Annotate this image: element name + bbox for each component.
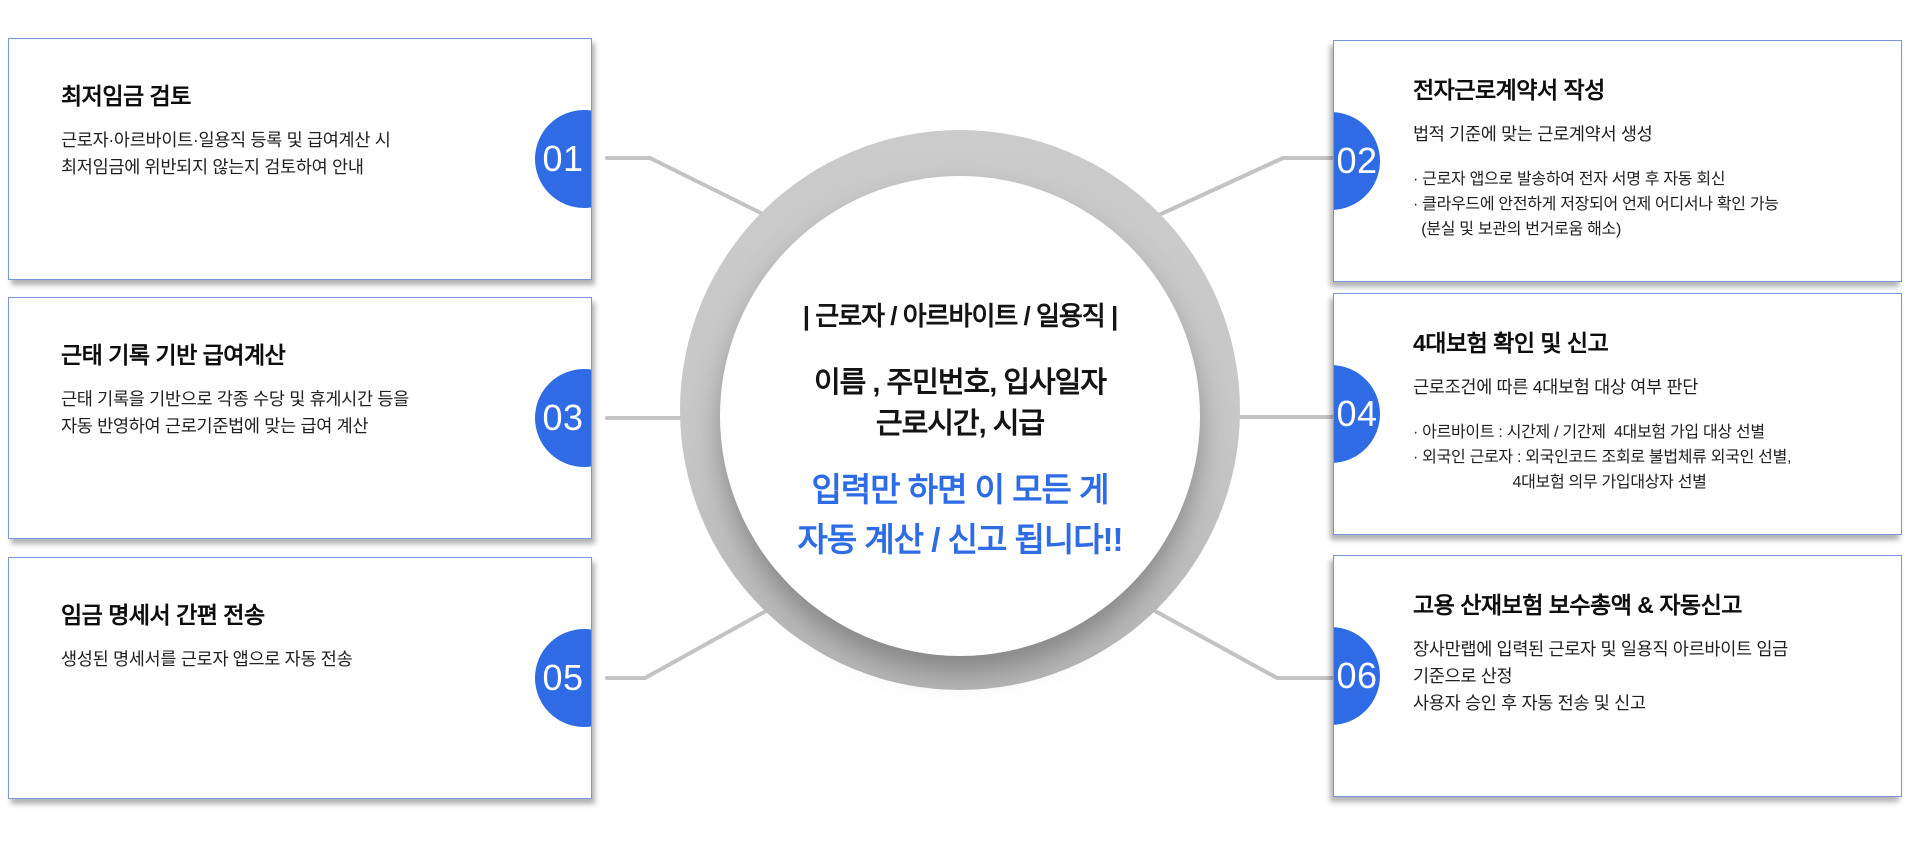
card-body: 생성된 명세서를 근로자 앱으로 자동 전송 [61, 649, 353, 669]
badge-number: 04 [1336, 393, 1378, 434]
card-title: 근태 기록 기반 급여계산 [61, 342, 286, 368]
feature-card-05: 임금 명세서 간편 전송 생성된 명세서를 근로자 앱으로 자동 전송 05 [8, 557, 592, 799]
badge-number: 01 [542, 138, 584, 179]
card-title: 고용 산재보험 보수총액 & 자동신고 [1413, 592, 1742, 618]
connector-05 [605, 604, 777, 680]
center-category-line: | 근로자 / 아르바이트 / 일용직 | [802, 301, 1118, 331]
badge-number: 03 [542, 397, 584, 438]
card-title: 임금 명세서 간편 전송 [61, 602, 265, 628]
card-body: 장사만랩에 입력된 근로자 및 일용직 아르바이트 임금 기준으로 산정 사용자… [1413, 639, 1788, 713]
number-badge-03: 03 [535, 369, 591, 467]
card-body: 근로자·아르바이트·일용직 등록 및 급여계산 시 최저임금에 위반되지 않는지… [61, 130, 391, 177]
feature-card-03: 근태 기록 기반 급여계산 근태 기록을 기반으로 각종 수당 및 휴게시간 등… [8, 297, 592, 539]
card-body: 근로조건에 따른 4대보험 대상 여부 판단 [1413, 377, 1699, 397]
badge-number: 05 [542, 657, 584, 698]
number-badge-05: 05 [535, 629, 591, 727]
feature-card-02: 전자근로계약서 작성 법적 기준에 맞는 근로계약서 생성 · 근로자 앱으로 … [1333, 40, 1902, 282]
badge-number: 06 [1336, 655, 1378, 696]
feature-card-06: 고용 산재보험 보수총액 & 자동신고 장사만랩에 입력된 근로자 및 일용직 … [1333, 555, 1902, 797]
number-badge-04: 04 [1334, 365, 1380, 463]
card-body: 법적 기준에 맞는 근로계약서 생성 [1413, 124, 1653, 144]
connector-06 [1144, 604, 1335, 680]
number-badge-01: 01 [535, 110, 591, 208]
feature-card-04: 4대보험 확인 및 신고 근로조건에 따른 4대보험 대상 여부 판단 · 아르… [1333, 293, 1902, 535]
card-title: 4대보험 확인 및 신고 [1413, 330, 1609, 356]
card-bullets: · 근로자 앱으로 발송하여 전자 서명 후 자동 회신 · 클라우드에 안전하… [1413, 171, 1779, 238]
center-circle [720, 176, 1200, 656]
number-badge-02: 02 [1334, 112, 1380, 210]
card-title: 전자근로계약서 작성 [1413, 77, 1605, 103]
center-highlight-line: 입력만 하면 이 모든 게 자동 계산 / 신고 됩니다!! [797, 471, 1123, 558]
center-text-block: | 근로자 / 아르바이트 / 일용직 | 이름 , 주민번호, 입사일자 근로… [680, 130, 1240, 565]
feature-card-01: 최저임금 검토 근로자·아르바이트·일용직 등록 및 급여계산 시 최저임금에 … [8, 38, 592, 280]
center-circle-ring: | 근로자 / 아르바이트 / 일용직 | 이름 , 주민번호, 입사일자 근로… [680, 130, 1240, 690]
number-badge-06: 06 [1334, 627, 1380, 725]
card-title: 최저임금 검토 [61, 83, 191, 109]
center-fields-line: 이름 , 주민번호, 입사일자 근로시간, 시급 [813, 367, 1107, 440]
card-body: 근태 기록을 기반으로 각종 수당 및 휴게시간 등을 자동 반영하여 근로기준… [61, 389, 409, 436]
connector-02 [1146, 156, 1335, 222]
connector-01 [605, 156, 777, 222]
card-bullets: · 아르바이트 : 시간제 / 기간제 4대보험 가입 대상 선별 · 외국인 … [1413, 424, 1792, 491]
badge-number: 02 [1336, 140, 1378, 181]
